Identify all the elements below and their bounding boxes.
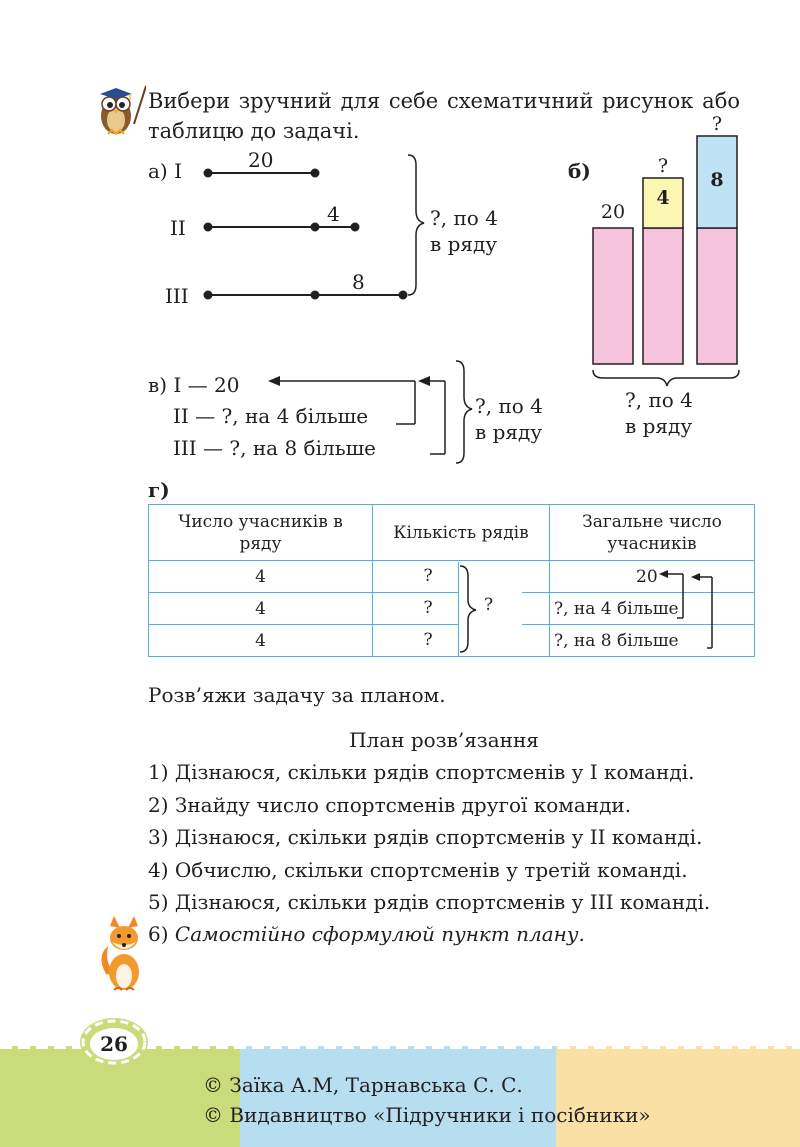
bar-bottom-brace (593, 370, 739, 386)
bar-question-label: ? (658, 155, 668, 177)
plan-step-3: 3) Дізнаюся, скільки рядів спортсменів у… (148, 825, 702, 849)
scheme-v-brace-text-2: в ряду (475, 420, 542, 444)
scheme-b-bottom-text-1: ?, по 4 (625, 388, 693, 412)
table-cell: 4 (149, 593, 373, 625)
bar-base (643, 228, 683, 364)
bar-extra-label: 4 (656, 187, 669, 209)
page-number: 26 (90, 1032, 138, 1056)
scheme-v-arrows (260, 355, 480, 470)
scheme-a-value-20: 20 (248, 148, 273, 172)
table-header-cell: Число учасників в ряду (149, 505, 373, 561)
scheme-a-value-8: 8 (352, 270, 365, 294)
scheme-b-bottom-text-2: в ряду (625, 414, 692, 438)
scheme-v-brace-text-1: ?, по 4 (475, 394, 543, 418)
owl-mascot-icon (94, 80, 146, 138)
plan-step-2: 2) Знайду число спортсменів другої коман… (148, 793, 631, 817)
scheme-a-label: а) I (148, 159, 182, 183)
scheme-a-value-4: 4 (327, 202, 340, 226)
bar-question-label: ? (712, 113, 722, 135)
credit-authors: © Заїка А.М, Тарнавська С. С. (203, 1073, 523, 1097)
plan-step-6-number: 6) (148, 922, 169, 946)
plan-step-5: 5) Дізнаюся, скільки рядів спортсменів у… (148, 890, 710, 914)
scheme-a-brace-text-2: в ряду (430, 232, 497, 256)
footer-band-peach (556, 1046, 800, 1147)
bar-base (593, 228, 633, 364)
scheme-v-line-1: в) I — 20 (148, 373, 239, 397)
table-cell: 4 (149, 561, 373, 593)
scheme-a-row3: III (165, 284, 189, 308)
credit-publisher: © Видавництво «Підручники і посібники» (203, 1103, 651, 1127)
scheme-g-label: г) (148, 478, 170, 502)
bar-base (697, 228, 737, 364)
table-header-row: Число учасників в ряду Кількість рядів З… (149, 505, 755, 561)
plan-title: План розв’язання (148, 728, 740, 752)
table-header-cell: Загальне число учасників (550, 505, 755, 561)
plan-step-4: 4) Обчислю, скільки спортсменів у третій… (148, 858, 688, 882)
scheme-a-brace-text-1: ?, по 4 (430, 206, 498, 230)
bar-base-label: 20 (601, 201, 625, 223)
plan-step-1: 1) Дізнаюся, скільки рядів спортсменів у… (148, 760, 694, 784)
table-cell: 4 (149, 625, 373, 657)
plan-step-6: 6) Самостійно сформулюй пункт плану. (148, 922, 585, 946)
table-header-cell: Кількість рядів (373, 505, 550, 561)
scheme-b-bar-chart: 20 4? 8? (585, 110, 755, 390)
table-brace-question: ? (484, 595, 493, 615)
plan-step-6-text: Самостійно сформулюй пункт плану. (175, 922, 585, 946)
table-arrows (655, 565, 725, 655)
bar-extra-label: 8 (710, 169, 723, 191)
solve-prompt: Розв’яжи задачу за планом. (148, 683, 446, 707)
scheme-a-row2: II (170, 216, 186, 240)
fox-mascot-icon (96, 916, 148, 994)
